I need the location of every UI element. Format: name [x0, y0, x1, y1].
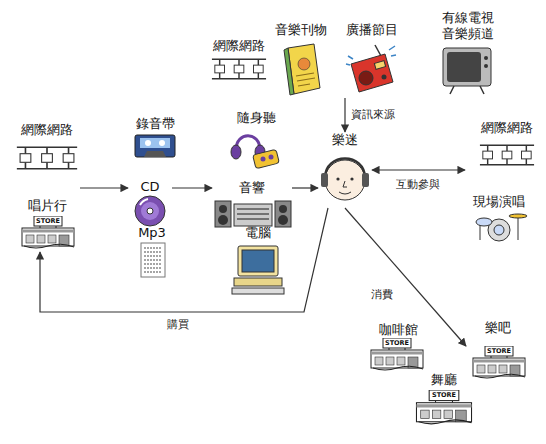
node-label: CD — [140, 179, 159, 195]
icon-node: CD — [128, 179, 172, 229]
node-label: 樂吧 — [485, 320, 511, 336]
icon-node: 錄音帶 — [128, 116, 182, 160]
walkman-icon — [231, 136, 279, 169]
icon-node: 咖啡館 — [366, 322, 430, 374]
icon-node: Mp3 — [130, 225, 174, 280]
magazine-icon — [284, 44, 320, 95]
store-sign-text: STORE — [33, 216, 63, 226]
icon-node: 樂迷 — [318, 132, 372, 208]
icon-node: 舞廳 — [410, 372, 478, 428]
icon-node: 廣播節目 — [343, 22, 401, 98]
network-icon — [212, 59, 266, 78]
flow-arrow — [344, 98, 345, 132]
node-label: 咖啡館 — [379, 322, 418, 338]
edge-label: 消費 — [371, 288, 393, 301]
node-label: 舞廳 — [431, 372, 457, 388]
store-icon — [22, 216, 74, 248]
node-label: 樂迷 — [332, 132, 358, 148]
stereo-icon — [215, 201, 291, 227]
store-icon — [473, 346, 525, 378]
edge-label: 資訊來源 — [351, 108, 395, 121]
store-sign-text: STORE — [429, 390, 459, 400]
store-icon — [416, 390, 471, 424]
drum-icon — [476, 214, 527, 241]
node-label: 現場演唱 — [473, 194, 525, 210]
icon-node: 有線電視 音樂頻道 — [434, 10, 502, 98]
flow-arrow — [372, 169, 465, 170]
icon-node: 網際網路 — [206, 38, 272, 84]
node-label: 網際網路 — [213, 38, 265, 54]
edge-label: 互動參與 — [396, 178, 440, 191]
node-label: 錄音帶 — [136, 116, 175, 132]
node-label: 廣播節目 — [346, 22, 398, 38]
computer-icon — [232, 246, 284, 294]
flow-arrow — [80, 187, 128, 188]
store-sign-text: STORE — [484, 346, 514, 356]
cd-icon — [135, 196, 165, 226]
fan-face-icon — [321, 159, 369, 201]
icon-node: 電腦 — [225, 225, 291, 297]
node-label: 音樂刊物 — [275, 22, 327, 38]
store-sign-text: STORE — [382, 338, 412, 348]
icon-node: 隨身聽 — [225, 110, 287, 172]
flow-arrow — [345, 208, 466, 346]
icon-node: 音樂刊物 — [275, 22, 327, 98]
node-label: Mp3 — [138, 225, 166, 241]
node-label: 網際網路 — [481, 120, 533, 136]
edge-label: 購買 — [167, 318, 189, 331]
flow-arrow — [172, 187, 212, 188]
mp3-icon — [141, 243, 165, 277]
node-label: 網際網路 — [21, 122, 73, 138]
cassette-icon — [135, 135, 175, 157]
flow-arrow — [40, 208, 328, 312]
node-label: 電腦 — [245, 225, 271, 241]
store-icon — [371, 338, 423, 370]
tv-icon — [443, 48, 491, 94]
network-icon — [480, 145, 534, 164]
node-label: 有線電視 音樂頻道 — [434, 10, 502, 42]
icon-node: 網際網路 — [474, 120, 540, 170]
radio-icon — [346, 45, 396, 92]
node-label: 音響 — [239, 180, 265, 196]
node-label: 隨身聽 — [237, 110, 276, 126]
network-icon — [17, 147, 77, 169]
icon-node: 音響 — [212, 180, 292, 228]
flow-arrow — [292, 187, 318, 188]
icon-node: 現場演唱 — [465, 168, 533, 244]
node-label: 唱片行 — [28, 198, 67, 214]
icon-node: 網際網路 — [12, 122, 82, 174]
